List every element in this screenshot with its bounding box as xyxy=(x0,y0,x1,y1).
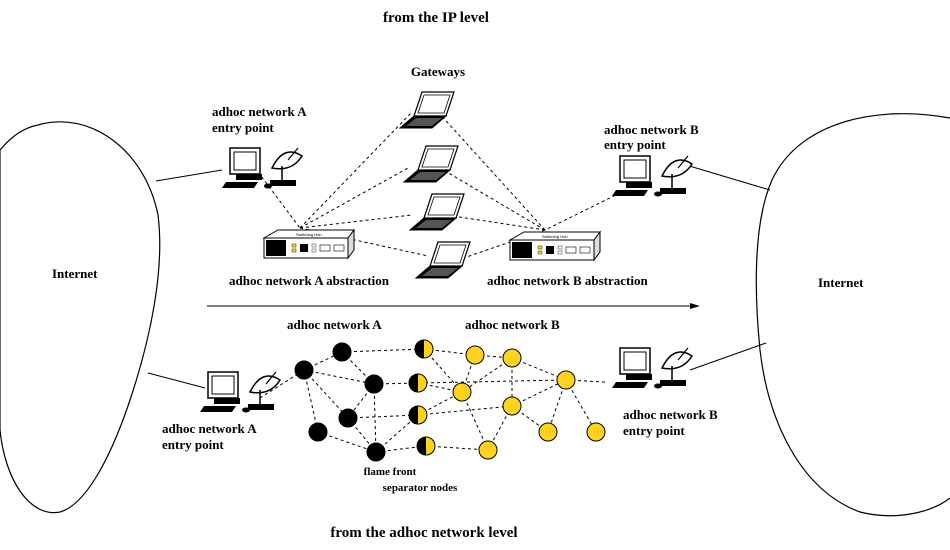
separator-node xyxy=(416,436,436,456)
gateway-laptop-icon xyxy=(399,91,455,129)
svg-text:Switching Hub: Switching Hub xyxy=(542,234,568,239)
top-entry-a-computer-icon xyxy=(221,147,303,190)
network-b-node xyxy=(502,396,522,416)
internet-cloud-left xyxy=(0,121,161,514)
mesh-edge xyxy=(341,348,425,353)
hub-a-icon: Switching Hub xyxy=(263,229,355,259)
network-a-node xyxy=(308,422,328,442)
internet-cloud-right xyxy=(755,113,950,517)
mesh-edge xyxy=(417,379,567,384)
gateway-laptop-icon xyxy=(403,145,459,183)
bottom-entry-a-computer-icon xyxy=(199,371,281,414)
gateway-laptop-icon xyxy=(415,241,471,279)
title-adhoc-level: from the adhoc network level xyxy=(330,525,517,541)
hub-b-icon: Switching Hub xyxy=(509,231,601,261)
separator-node xyxy=(408,405,428,425)
link-top-a-internet xyxy=(155,169,223,182)
mesh-edge xyxy=(511,379,567,407)
mesh-edge xyxy=(461,391,489,451)
abstraction-a-label: adhoc network A abstraction xyxy=(229,273,390,288)
mesh-edge xyxy=(373,383,377,453)
network-b-node xyxy=(452,382,472,402)
network-a-node xyxy=(332,342,352,362)
mesh-edge xyxy=(461,357,513,393)
network-a-node xyxy=(338,408,358,428)
svg-text:Switching Hub: Switching Hub xyxy=(296,232,322,237)
abstraction-b-label: adhoc network B abstraction xyxy=(487,273,648,288)
network-b-node xyxy=(465,345,485,365)
mesh-edge xyxy=(303,369,349,419)
network-a-label: adhoc network A xyxy=(287,317,382,332)
mesh-edge xyxy=(303,369,375,385)
separator-node xyxy=(408,373,428,393)
mesh-edge xyxy=(565,379,597,433)
network-a-node xyxy=(294,360,314,380)
gateway-laptop-icon xyxy=(409,193,465,231)
network-b-node xyxy=(556,370,576,390)
internet-left-label: Internet xyxy=(52,266,98,281)
mesh-edge xyxy=(317,431,377,453)
network-a-node xyxy=(366,442,386,462)
mesh-nodes xyxy=(294,339,606,462)
network-b-label: adhoc network B xyxy=(465,317,560,332)
mesh-edge xyxy=(347,414,419,419)
link-top-b-internet xyxy=(685,164,771,191)
top-dashed-links xyxy=(257,111,627,263)
separator-node xyxy=(414,339,434,359)
internet-right-label: Internet xyxy=(818,275,864,290)
separator-arrow xyxy=(207,303,700,309)
mesh-edge xyxy=(303,369,319,433)
mesh-edge xyxy=(425,445,489,451)
mesh-edge xyxy=(511,357,567,381)
top-entry-b-computer-icon xyxy=(611,155,693,198)
bottom-entry-b-computer-icon xyxy=(611,347,693,390)
mesh-edge xyxy=(417,405,513,416)
network-a-node xyxy=(364,374,384,394)
network-b-node xyxy=(502,348,522,368)
title-ip-level: from the IP level xyxy=(383,10,489,26)
link-bottom-b-internet xyxy=(689,342,767,371)
link-bottom-a-internet xyxy=(147,372,206,389)
network-b-node xyxy=(538,422,558,442)
network-b-node xyxy=(478,440,498,460)
network-b-node xyxy=(586,422,606,442)
gateways-label: Gateways xyxy=(411,64,465,79)
